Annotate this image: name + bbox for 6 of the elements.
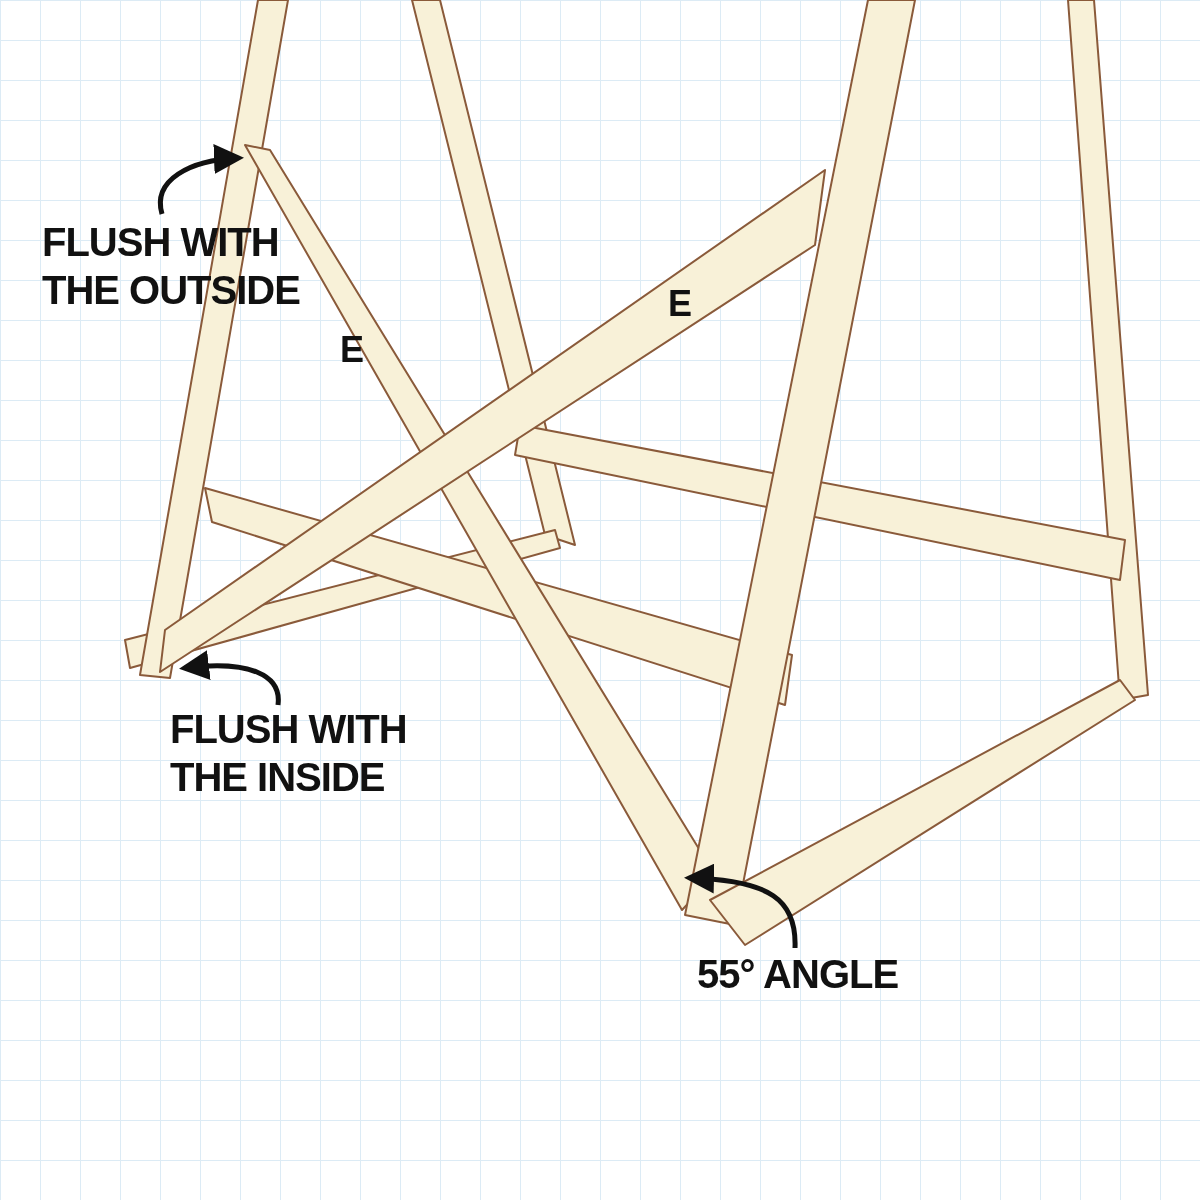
part-letter: E: [340, 328, 364, 372]
leader-arrow: [684, 864, 798, 949]
callout-text: 55° ANGLE: [697, 951, 900, 998]
leader-arrow: [158, 144, 244, 215]
part-letter: E: [668, 282, 692, 326]
callout-text: FLUSH WITH THE INSIDE: [170, 706, 408, 801]
